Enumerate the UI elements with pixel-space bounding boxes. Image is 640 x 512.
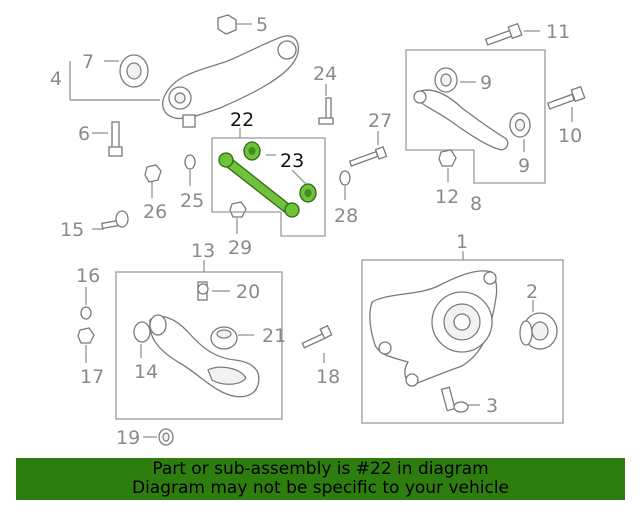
bushing-9-upper[interactable] xyxy=(434,67,458,93)
callout-17: 17 xyxy=(80,366,104,388)
banner-line-2: Diagram may not be specific to your vehi… xyxy=(131,478,509,498)
bolt-24[interactable] xyxy=(318,97,334,125)
upper-arm-8[interactable] xyxy=(413,89,509,151)
bolt-6[interactable] xyxy=(108,121,123,157)
link-box-22 xyxy=(211,137,326,237)
callout-5: 5 xyxy=(256,14,268,36)
callout-24: 24 xyxy=(313,63,337,85)
bolt-10[interactable] xyxy=(546,85,586,110)
callout-16: 16 xyxy=(76,265,100,287)
callout-3: 3 xyxy=(486,395,498,417)
bushing-7[interactable] xyxy=(119,54,149,88)
callout-28: 28 xyxy=(334,205,358,227)
callout-2: 2 xyxy=(526,281,538,303)
callout-26: 26 xyxy=(143,201,167,223)
upper-control-arm-4[interactable] xyxy=(162,35,299,128)
callout-27: 27 xyxy=(368,110,392,132)
callout-21: 21 xyxy=(262,325,286,347)
callout-14: 14 xyxy=(134,361,158,383)
callout-23: 23 xyxy=(280,150,304,172)
bushing-14[interactable] xyxy=(133,321,151,343)
bolt-27[interactable] xyxy=(348,146,388,167)
bolt-11[interactable] xyxy=(484,22,523,46)
washer-28[interactable] xyxy=(339,170,351,186)
bushing-9-lower[interactable] xyxy=(509,112,531,138)
bushing-23-upper[interactable] xyxy=(243,141,261,161)
nut-19[interactable] xyxy=(158,428,174,446)
callout-8: 8 xyxy=(470,193,482,215)
lateral-link-22[interactable] xyxy=(218,152,300,218)
callout-13: 13 xyxy=(191,240,215,262)
bolt-15[interactable] xyxy=(101,210,129,230)
leader-lines xyxy=(69,23,573,438)
nut-12[interactable] xyxy=(438,149,457,167)
nut-29[interactable] xyxy=(229,201,247,218)
callouts: 1 2 3 4 5 6 7 8 9 9 10 11 12 13 14 15 16… xyxy=(50,14,582,449)
bumper-21[interactable] xyxy=(210,326,238,350)
nut-26[interactable] xyxy=(144,164,162,183)
nut-17[interactable] xyxy=(77,327,95,344)
callout-22: 22 xyxy=(230,109,254,131)
washer-25[interactable] xyxy=(184,154,196,170)
callout-9-upper: 9 xyxy=(480,72,492,94)
bushing-2[interactable] xyxy=(519,312,558,350)
info-banner: Part or sub-assembly is #22 in diagram D… xyxy=(16,458,625,500)
callout-25: 25 xyxy=(180,190,204,212)
callout-29: 29 xyxy=(228,237,252,259)
nut-5[interactable] xyxy=(217,14,237,35)
link-20[interactable] xyxy=(197,281,209,301)
callout-9-lower: 9 xyxy=(518,155,530,177)
callout-6: 6 xyxy=(78,123,90,145)
callout-1: 1 xyxy=(456,231,468,253)
callout-12: 12 xyxy=(435,186,459,208)
callout-18: 18 xyxy=(316,366,340,388)
box-8 xyxy=(405,49,546,184)
banner-line-1: Part or sub-assembly is #22 in diagram xyxy=(152,459,489,479)
callout-20: 20 xyxy=(236,281,260,303)
callout-11: 11 xyxy=(546,21,570,43)
callout-10: 10 xyxy=(558,125,582,147)
box-13 xyxy=(115,271,283,420)
bolt-3[interactable] xyxy=(440,386,469,413)
callout-19: 19 xyxy=(116,427,140,449)
callout-4: 4 xyxy=(50,68,62,90)
lower-arm-13[interactable] xyxy=(149,314,260,398)
washer-16[interactable] xyxy=(80,306,92,320)
bushing-23-lower[interactable] xyxy=(299,183,317,203)
callout-7: 7 xyxy=(82,51,94,73)
bolt-18[interactable] xyxy=(301,324,333,349)
callout-15: 15 xyxy=(60,219,84,241)
parts-diagram: 1 2 3 4 5 6 7 8 9 9 10 11 12 13 14 15 16… xyxy=(50,14,586,449)
knuckle-1[interactable] xyxy=(369,270,498,387)
